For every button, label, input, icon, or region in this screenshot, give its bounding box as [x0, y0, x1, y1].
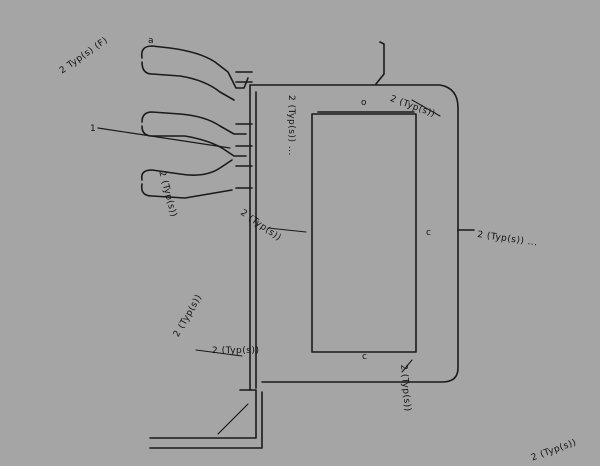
label-lower-left-2: 2 (Typ(s)) — [212, 346, 260, 356]
bottom-bracket — [149, 389, 257, 439]
label-upper-vertical: 2 (Typ(s)) ... — [286, 95, 296, 156]
callout-center-right: c — [426, 228, 432, 238]
inner-panel — [311, 113, 417, 353]
callout-a: a — [148, 36, 155, 46]
callout-1: 1 — [90, 124, 97, 134]
clamp-middle — [97, 111, 253, 157]
callout-bottom-center: c — [362, 352, 368, 362]
housing-outline — [249, 84, 459, 383]
clamp-top — [140, 45, 253, 101]
clamp-bottom — [140, 159, 253, 199]
callout-center-top: o — [361, 98, 368, 108]
